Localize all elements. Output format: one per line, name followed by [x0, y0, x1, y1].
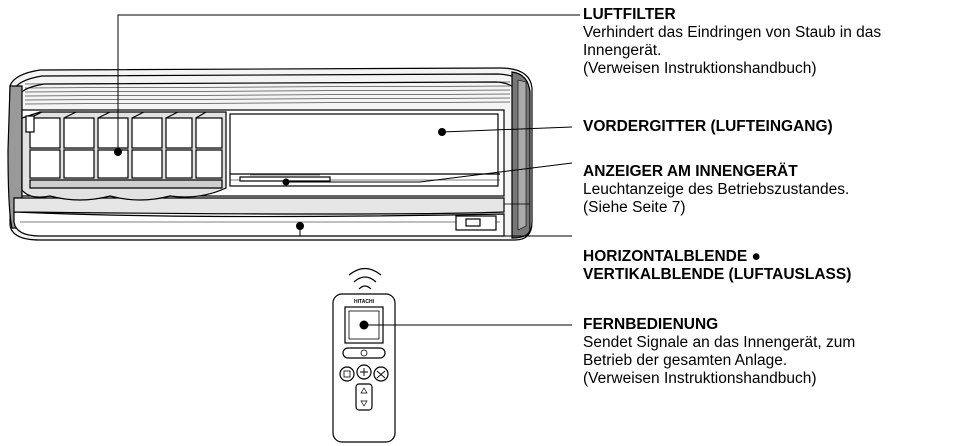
leader-vordergitter — [441, 126, 573, 133]
remote-control — [332, 267, 396, 443]
remote-brand-label: HITACHI — [354, 299, 375, 305]
callout-title: LUFTFILTER — [583, 6, 676, 23]
callout-title: HORIZONTALBLENDE ● — [583, 248, 761, 265]
leader-dots — [114, 128, 446, 330]
callout-line: (Siehe Seite 7) — [583, 199, 686, 216]
dot-vordergitter — [438, 128, 446, 136]
callout-line: Innengerät. — [583, 42, 662, 59]
leader-luftfilter — [117, 14, 580, 152]
callout-title-2: VERTIKALBLENDE (LUFTAUSLASS) — [583, 266, 852, 283]
callout-vordergitter: VORDERGITTER (LUFTEINGANG) — [583, 118, 833, 136]
dot-anzeiger — [282, 178, 290, 186]
callout-title: FERNBEDIENUNG — [583, 316, 719, 333]
callout-line: (Verweisen Instruktionshandbuch) — [583, 60, 817, 77]
air-filter — [21, 111, 227, 201]
callout-anzeiger: ANZEIGER AM INNENGERÄT Leuchtanzeige des… — [583, 163, 849, 217]
dot-fernbedienung — [359, 320, 369, 330]
callout-blende: HORIZONTALBLENDE ● VERTIKALBLENDE (LUFTA… — [583, 248, 851, 284]
callout-fernbedienung: FERNBEDIENUNG Sendet Signale an das Inne… — [583, 316, 855, 388]
callout-line: (Verweisen Instruktionshandbuch) — [583, 370, 817, 387]
callout-luftfilter: LUFTFILTER Verhindert das Eindringen von… — [583, 6, 881, 78]
callout-line: Leuchtanzeige des Betriebszustandes. — [583, 181, 850, 198]
callout-line: Sendet Signale an das Innengerät, zum — [583, 334, 856, 351]
callout-line: Betrieb der gesamten Anlage. — [583, 352, 788, 369]
dot-luftfilter — [114, 148, 122, 156]
callout-title: VORDERGITTER (LUFTEINGANG) — [583, 118, 833, 135]
dot-blende — [296, 222, 304, 230]
callout-title: ANZEIGER AM INNENGERÄT — [583, 163, 798, 180]
leader-anzeiger — [286, 162, 573, 183]
callout-line: Verhindert das Eindringen von Staub in d… — [583, 24, 882, 41]
